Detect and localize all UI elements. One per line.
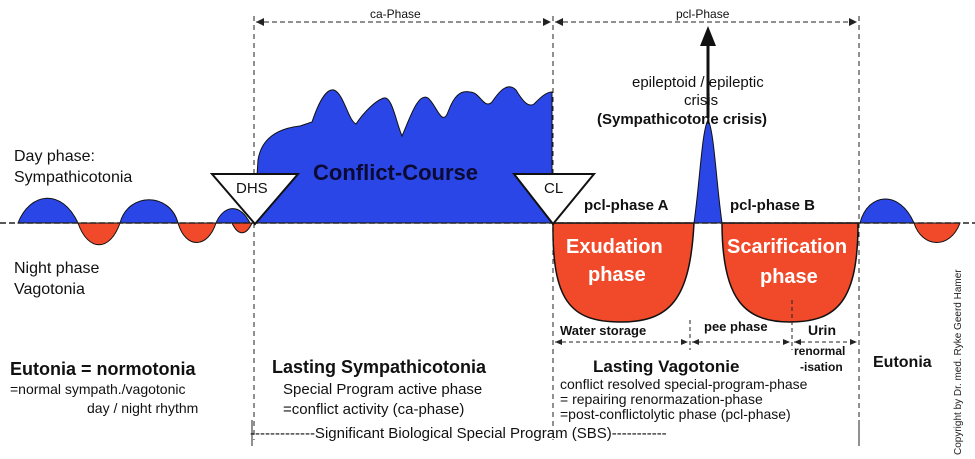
vagotonie-desc-3: =post-conflictolytic phase (pcl-phase): [560, 406, 791, 422]
eutonia-desc-2: day / night rhythm: [87, 400, 199, 416]
conflict-course-area: [253, 86, 553, 224]
sympathicotonia-desc-2: =conflict activity (ca-phase): [283, 401, 465, 418]
pee-phase-label: pee phase: [704, 319, 768, 334]
night-phase-label: Night phase: [14, 260, 100, 277]
sbs-label: -------------Significant Biological Spec…: [250, 425, 667, 442]
scarification-label-2: phase: [760, 266, 818, 288]
cl-triangle: [511, 173, 597, 226]
pcl-phase-label: pcl-Phase: [676, 7, 730, 21]
sympathicotonia-label: Sympathicotonia: [14, 169, 133, 186]
eutonia-day-wave-left: [17, 197, 79, 224]
scarification-label-1: Scarification: [727, 236, 848, 258]
pcl-phase-arrowhead-left: [555, 18, 563, 26]
vagotonia-label: Vagotonia: [14, 281, 85, 298]
ca-phase-arrowhead-right: [543, 18, 551, 26]
vagotonie-title: Lasting Vagotonie: [593, 357, 740, 376]
exudation-bowl: [552, 222, 695, 323]
eutonia-night-wave-left: [77, 222, 121, 246]
eutonia-night-wave-right: [913, 222, 961, 243]
water-storage-arrowhead-r: [681, 339, 688, 345]
pee-phase-arrowhead-l: [692, 339, 699, 345]
eutonia-desc-1: =normal sympath./vagotonic: [10, 381, 186, 397]
cl-marker-label: CL: [544, 180, 564, 197]
exudation-label-1: Exudation: [566, 236, 663, 258]
vagotonie-desc-2: = repairing renormazation-phase: [560, 391, 763, 407]
vagotonie-desc-1: conflict resolved special-program-phase: [560, 376, 808, 392]
exudation-label-2: phase: [588, 264, 646, 286]
pcl-phase-a-label: pcl-phase A: [584, 197, 669, 214]
eutonia-night-wave-left-2: [177, 222, 217, 243]
dhs-triangle: [209, 173, 301, 226]
water-storage-label: Water storage: [560, 323, 647, 338]
eutonia-right-label: Eutonia: [873, 354, 932, 371]
crisis-label-2: crisis: [684, 92, 719, 109]
pcl-phase-b-label: pcl-phase B: [730, 197, 816, 214]
eutonia-day-wave-left-2: [119, 199, 179, 224]
pcl-phase-arrowhead-right: [849, 18, 857, 26]
ca-phase-label: ca-Phase: [370, 7, 421, 21]
urin-arrowhead-r: [850, 339, 857, 345]
eutonia-day-wave-right: [859, 198, 915, 224]
conflict-course-label: Conflict-Course: [313, 160, 478, 185]
water-storage-arrowhead-l: [555, 339, 562, 345]
renormalisation-label-1: renormal: [794, 344, 846, 358]
crisis-arrowhead: [700, 26, 716, 46]
renormalisation-label-2: -isation: [800, 360, 843, 374]
crisis-peak: [693, 119, 723, 224]
day-phase-label: Day phase:: [14, 148, 95, 165]
crisis-label-1: epileptoid / epileptic: [632, 74, 764, 91]
dhs-marker-label: DHS: [236, 180, 268, 197]
eutonia-night-wave-left-3: [231, 222, 253, 234]
sympathicotonia-title: Lasting Sympathicotonia: [272, 357, 487, 377]
scarification-bowl: [721, 222, 859, 323]
pee-phase-arrowhead-r: [783, 339, 790, 345]
copyright-text: Copyright by Dr. med. Ryke Geerd Hamer: [953, 269, 964, 455]
crisis-label-3: (Sympathicotone crisis): [597, 111, 768, 128]
ca-phase-arrowhead-left: [256, 18, 264, 26]
urin-label: Urin: [808, 322, 836, 338]
sympathicotonia-desc-1: Special Program active phase: [283, 381, 483, 398]
urin-arrowhead-l: [794, 339, 801, 345]
eutonia-title: Eutonia = normotonia: [10, 359, 196, 379]
